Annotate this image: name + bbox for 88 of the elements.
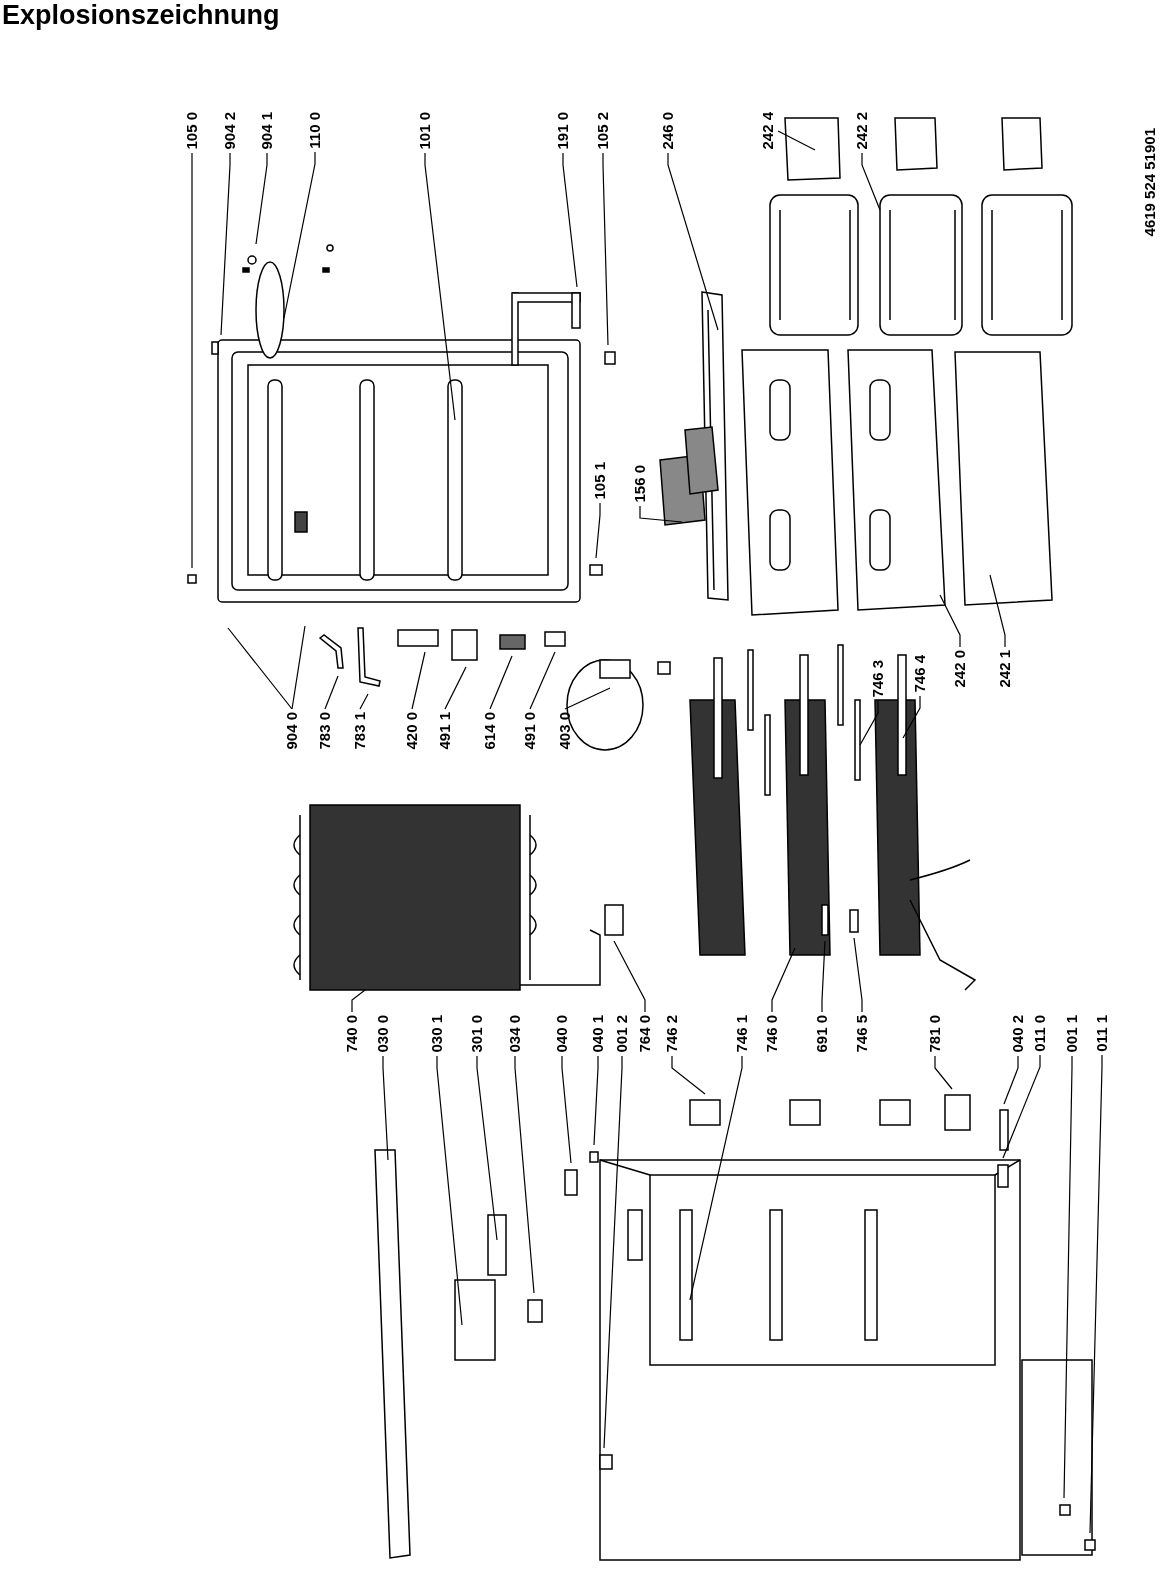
callout-number: 783 1	[352, 712, 368, 750]
callout-number: 614 0	[482, 712, 498, 750]
callout-number: 746 3	[870, 660, 886, 698]
callout-number: 105 0	[184, 112, 200, 150]
callout-number: 040 0	[554, 1015, 570, 1053]
callout-number: 740 0	[344, 1015, 360, 1053]
leader-line	[1003, 1055, 1019, 1105]
leader-line	[613, 940, 646, 1013]
leader-line	[359, 693, 369, 710]
callout-number: 030 0	[375, 1015, 391, 1053]
callout-number: 105 1	[592, 462, 608, 500]
leader-line	[771, 947, 796, 1013]
leader-line	[283, 151, 316, 319]
leader-line	[853, 937, 863, 1013]
leader-line	[1089, 1054, 1103, 1534]
callout-number: 904 2	[222, 112, 238, 150]
leader-line	[561, 1055, 572, 1164]
callout-number: 001 2	[614, 1015, 630, 1053]
callout-number: 783 0	[317, 712, 333, 750]
callout-number: 001 1	[1064, 1015, 1080, 1053]
leader-line	[444, 666, 467, 710]
leader-line	[1063, 1055, 1073, 1499]
callout-number: 030 1	[429, 1015, 445, 1053]
leader-line	[220, 152, 231, 336]
callout-number: 491 0	[522, 712, 538, 750]
callout-number: 242 0	[952, 650, 968, 688]
callout-number: 781 0	[927, 1015, 943, 1053]
leader-line	[777, 130, 816, 151]
callout-number: 011 0	[1032, 1015, 1048, 1052]
callout-number: 246 0	[660, 112, 676, 150]
callout-number: 746 4	[912, 655, 928, 693]
leader-line	[861, 152, 881, 211]
leader-line	[667, 152, 719, 331]
leader-line	[191, 152, 193, 569]
callout-number: 746 1	[734, 1015, 750, 1053]
callout-number: 034 0	[507, 1015, 523, 1053]
leader-line	[821, 940, 826, 1013]
leader-line	[602, 152, 609, 346]
leader-line	[411, 651, 426, 710]
leader-line	[939, 594, 961, 648]
callout-number: 156 0	[632, 465, 648, 503]
callout-number: 040 1	[590, 1015, 606, 1053]
leader-line	[436, 1055, 463, 1326]
callout-number: 011 1	[1094, 1015, 1110, 1052]
leader-line	[424, 152, 456, 421]
leader-line	[902, 695, 921, 739]
leader-line	[1002, 1054, 1041, 1159]
leader-line	[603, 1055, 623, 1449]
callout-number: 101 0	[417, 112, 433, 150]
callout-number: 420 0	[404, 712, 420, 750]
callout-number: 242 2	[854, 112, 870, 150]
document-number: 4619 524 51901	[1142, 128, 1158, 237]
callout-number: 242 1	[997, 650, 1013, 688]
leader-line	[476, 1055, 498, 1241]
callout-number: 105 2	[595, 112, 611, 150]
leader-line	[529, 651, 556, 710]
leader-line	[291, 625, 306, 710]
callout-number: 301 0	[469, 1015, 485, 1053]
callout-number: 691 0	[814, 1015, 830, 1053]
leader-line	[595, 502, 601, 559]
leader-line	[639, 505, 683, 523]
leader-line	[689, 1055, 743, 1301]
callout-number: 110 0	[307, 112, 323, 149]
leader-line	[382, 1055, 389, 1161]
callout-number: 746 5	[854, 1015, 870, 1053]
callout-number: 764 0	[637, 1015, 653, 1053]
leader-line	[514, 1055, 535, 1294]
leader-line	[489, 655, 513, 710]
leader-line	[564, 687, 611, 710]
callout-number: 242 4	[760, 112, 776, 150]
callout-number: 040 2	[1010, 1015, 1026, 1053]
callout-number: 746 0	[764, 1015, 780, 1053]
callout-number: 904 0	[284, 712, 300, 750]
callout-number: 746 2	[664, 1015, 680, 1053]
leader-line	[324, 675, 339, 710]
leader-line	[351, 989, 366, 1013]
callout-number: 904 1	[259, 112, 275, 150]
leader-line	[593, 1055, 599, 1146]
title: Explosionszeichnung	[2, 0, 280, 31]
leader-line	[989, 574, 1006, 648]
leader-line	[934, 1055, 953, 1090]
leader-line	[562, 152, 578, 288]
leader-line	[227, 627, 293, 710]
leader-line	[859, 700, 879, 746]
leader-line	[255, 152, 268, 245]
callout-number: 191 0	[555, 112, 571, 150]
leader-line	[671, 1055, 706, 1095]
callout-number: 491 1	[437, 712, 453, 750]
